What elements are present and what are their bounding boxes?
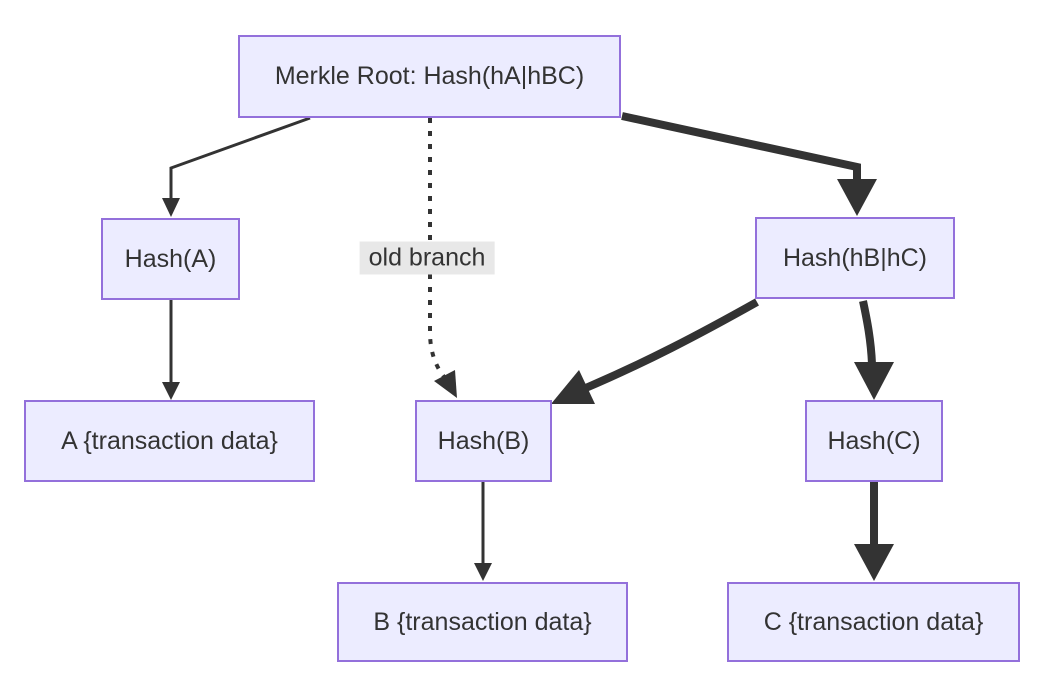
edge-root-to-hash-a-arrowhead	[162, 198, 180, 217]
node-hash-c: Hash(C)	[805, 400, 943, 482]
edge-root-to-hash-bc-arrowhead	[837, 179, 877, 216]
node-hash-a: Hash(A)	[101, 218, 240, 300]
edge-root-to-hash-bc-line	[621, 112, 861, 182]
node-hash-bc: Hash(hB|hC)	[755, 217, 955, 299]
edge-label-old-branch: old branch	[359, 241, 495, 275]
edge-hash-bc-to-hash-b-line	[579, 298, 759, 394]
node-data-b: B {transaction data}	[337, 582, 628, 662]
edge-hash-bc-to-hash-c-arrowhead	[854, 362, 894, 400]
edge-root-to-hash-b-arrowhead	[434, 370, 457, 398]
node-hash-b: Hash(B)	[415, 400, 552, 482]
edge-root-to-hash-b-line	[428, 118, 447, 380]
node-merkle-root: Merkle Root: Hash(hA|hBC)	[238, 35, 621, 118]
node-data-a: A {transaction data}	[24, 400, 315, 482]
edge-hash-b-to-data-b-arrowhead	[474, 563, 492, 581]
edge-hash-c-to-data-c-arrowhead	[854, 544, 894, 581]
edge-hash-a-to-data-a-arrowhead	[162, 382, 180, 400]
edge-hash-bc-to-hash-b-arrowhead	[551, 370, 595, 404]
edge-hash-bc-to-hash-c-line	[859, 300, 876, 365]
node-data-c: C {transaction data}	[727, 582, 1020, 662]
edge-root-to-hash-a-line	[169, 116, 311, 200]
